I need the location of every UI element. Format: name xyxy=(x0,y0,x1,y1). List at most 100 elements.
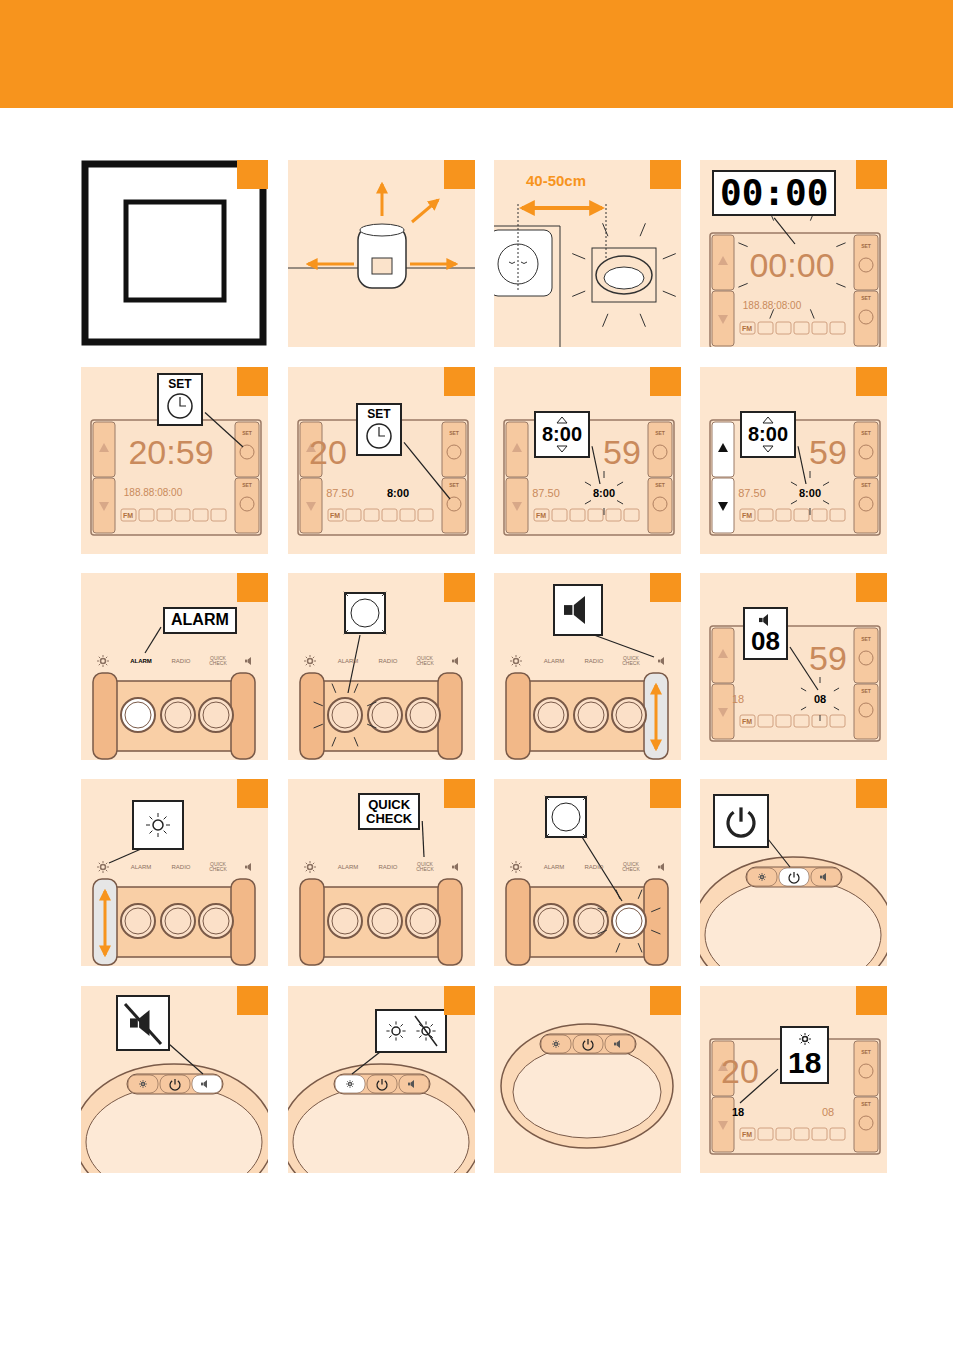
speaker-icon xyxy=(759,618,763,622)
panel xyxy=(700,573,887,760)
flash-ray xyxy=(519,664,520,665)
speaker-icon xyxy=(248,657,251,665)
icon-label: FM xyxy=(742,1131,752,1138)
speaker-icon xyxy=(658,660,660,663)
panel-ground xyxy=(700,367,887,554)
device-button xyxy=(235,478,259,533)
lcd-device xyxy=(710,1039,880,1154)
dim-slash xyxy=(415,1016,437,1046)
leader-line xyxy=(109,849,141,863)
down-arrow xyxy=(99,502,109,511)
flash-ray xyxy=(583,796,587,800)
callout-box: 08 xyxy=(743,607,788,660)
step-number-box xyxy=(237,573,268,602)
distance-arrow xyxy=(522,206,602,210)
flash-ray xyxy=(313,664,314,665)
callout-box: SET xyxy=(157,373,203,426)
flash-ray xyxy=(557,1045,559,1047)
panel xyxy=(494,779,681,966)
bar-segment xyxy=(192,1075,222,1093)
clock-icon xyxy=(653,445,667,459)
flash-ray xyxy=(310,861,311,863)
button-label: SET xyxy=(861,1050,871,1055)
mode-icon xyxy=(346,509,361,521)
panel-ground xyxy=(494,367,681,554)
flash-ray xyxy=(583,834,587,838)
flash-ray xyxy=(166,825,170,826)
flash-ray xyxy=(401,1024,403,1026)
button-bar xyxy=(127,1074,223,1094)
sleeper-eyes xyxy=(509,262,527,264)
bar-segment xyxy=(399,1075,429,1093)
mode-icon xyxy=(812,509,827,521)
panel xyxy=(494,367,681,554)
flash-ray xyxy=(759,878,761,880)
flash-ray xyxy=(304,867,306,868)
device-button xyxy=(648,422,672,477)
mode-icon xyxy=(328,509,343,521)
sun-icon xyxy=(554,1042,557,1045)
speaker-icon xyxy=(452,866,454,869)
device-button xyxy=(442,422,466,477)
device-top xyxy=(501,1024,673,1148)
leader-line xyxy=(352,1052,380,1074)
flash-ray xyxy=(604,471,605,478)
guide-line xyxy=(518,204,519,290)
step-number-box xyxy=(444,779,475,808)
flash-ray xyxy=(510,867,512,868)
bed-outline xyxy=(494,226,560,347)
panel xyxy=(494,573,681,760)
clock-icon xyxy=(447,497,461,511)
device-top xyxy=(288,1064,475,1173)
device-button xyxy=(300,478,322,533)
panel-ground xyxy=(288,367,475,554)
icon-label: FM xyxy=(742,325,752,332)
device-button xyxy=(442,478,466,533)
device-body xyxy=(109,681,239,751)
flash-ray xyxy=(572,254,585,259)
flash-ray xyxy=(99,870,100,871)
flash-ray xyxy=(351,1081,353,1083)
leader-line xyxy=(348,635,360,693)
clock-icon xyxy=(859,651,873,665)
speaker-icon xyxy=(204,1080,207,1088)
button-label: QUICK CHECK xyxy=(205,656,231,666)
bar-segment xyxy=(541,1035,571,1053)
panel-ground xyxy=(81,367,268,554)
callout-leader xyxy=(774,218,795,244)
flash-ray xyxy=(144,1085,146,1087)
flash-ray xyxy=(106,863,107,864)
flash-ray xyxy=(347,1085,349,1087)
push-button-rim xyxy=(538,908,564,934)
step-number-box xyxy=(650,367,681,396)
step-number-box xyxy=(650,573,681,602)
push-button xyxy=(199,904,233,938)
flash-ray xyxy=(823,482,829,486)
mode-icon xyxy=(776,322,791,334)
flash-ray xyxy=(107,661,109,662)
flash-ray xyxy=(143,1080,144,1081)
set-arrow xyxy=(763,417,773,423)
lcd-digits: 20 xyxy=(309,435,347,469)
panel-ground xyxy=(288,779,475,966)
mode-icon xyxy=(740,322,755,334)
flash-ray xyxy=(552,1044,553,1045)
mode-icon xyxy=(193,509,208,521)
device-button xyxy=(854,291,878,346)
up-arrow xyxy=(718,649,728,658)
flash-ray xyxy=(738,283,747,287)
flash-ray xyxy=(310,871,311,873)
down-arrow xyxy=(718,315,728,324)
end-cap xyxy=(644,879,668,965)
flash-ray xyxy=(310,655,311,657)
panel xyxy=(700,779,887,966)
step-number-box xyxy=(856,986,887,1015)
button-label: QUICK CHECK xyxy=(412,862,438,872)
down-arrow xyxy=(718,708,728,717)
device-button xyxy=(235,422,259,477)
flash-ray xyxy=(516,871,517,873)
push-button-rim xyxy=(125,702,151,728)
mode-icon xyxy=(812,322,827,334)
device-button xyxy=(93,478,115,533)
power-icon xyxy=(174,1079,175,1085)
